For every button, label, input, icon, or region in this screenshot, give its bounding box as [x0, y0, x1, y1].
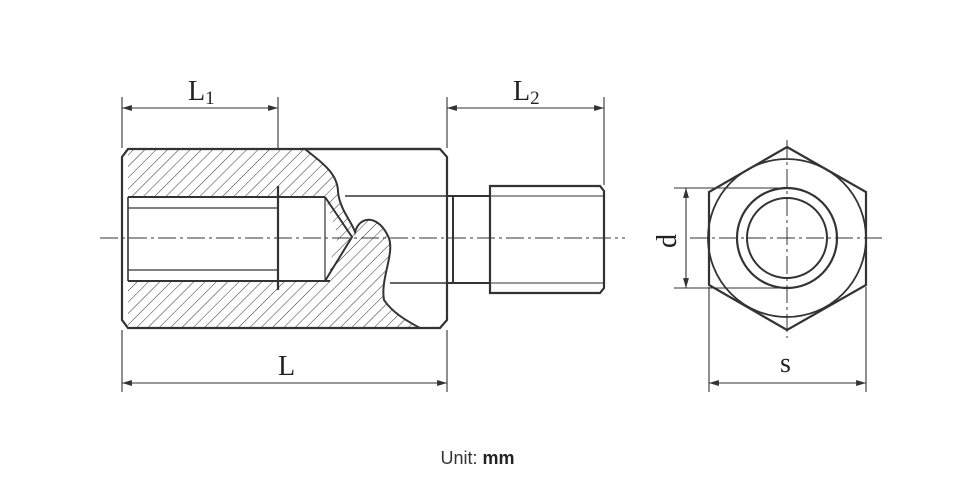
side-view	[100, 147, 625, 330]
unit-prefix: Unit:	[440, 448, 483, 468]
break-line	[304, 148, 421, 329]
label-l1: L1	[188, 76, 215, 109]
end-view	[690, 140, 885, 338]
stud-thread	[488, 184, 606, 295]
label-d: d	[652, 234, 683, 248]
standoff-drawing: L1 L2 L d s	[100, 76, 885, 392]
unit-value: mm	[482, 448, 515, 468]
section-hatch-top	[128, 149, 355, 237]
body-outline	[120, 147, 449, 330]
label-l2: L2	[513, 76, 540, 109]
stud-neck	[447, 195, 454, 284]
section-hatch-bottom	[128, 219, 420, 328]
label-l: L	[278, 351, 295, 382]
unit-caption: Unit: mm	[0, 448, 955, 469]
label-s: s	[780, 348, 791, 379]
dimensions-end	[674, 187, 867, 392]
dimensions-side	[121, 97, 605, 392]
